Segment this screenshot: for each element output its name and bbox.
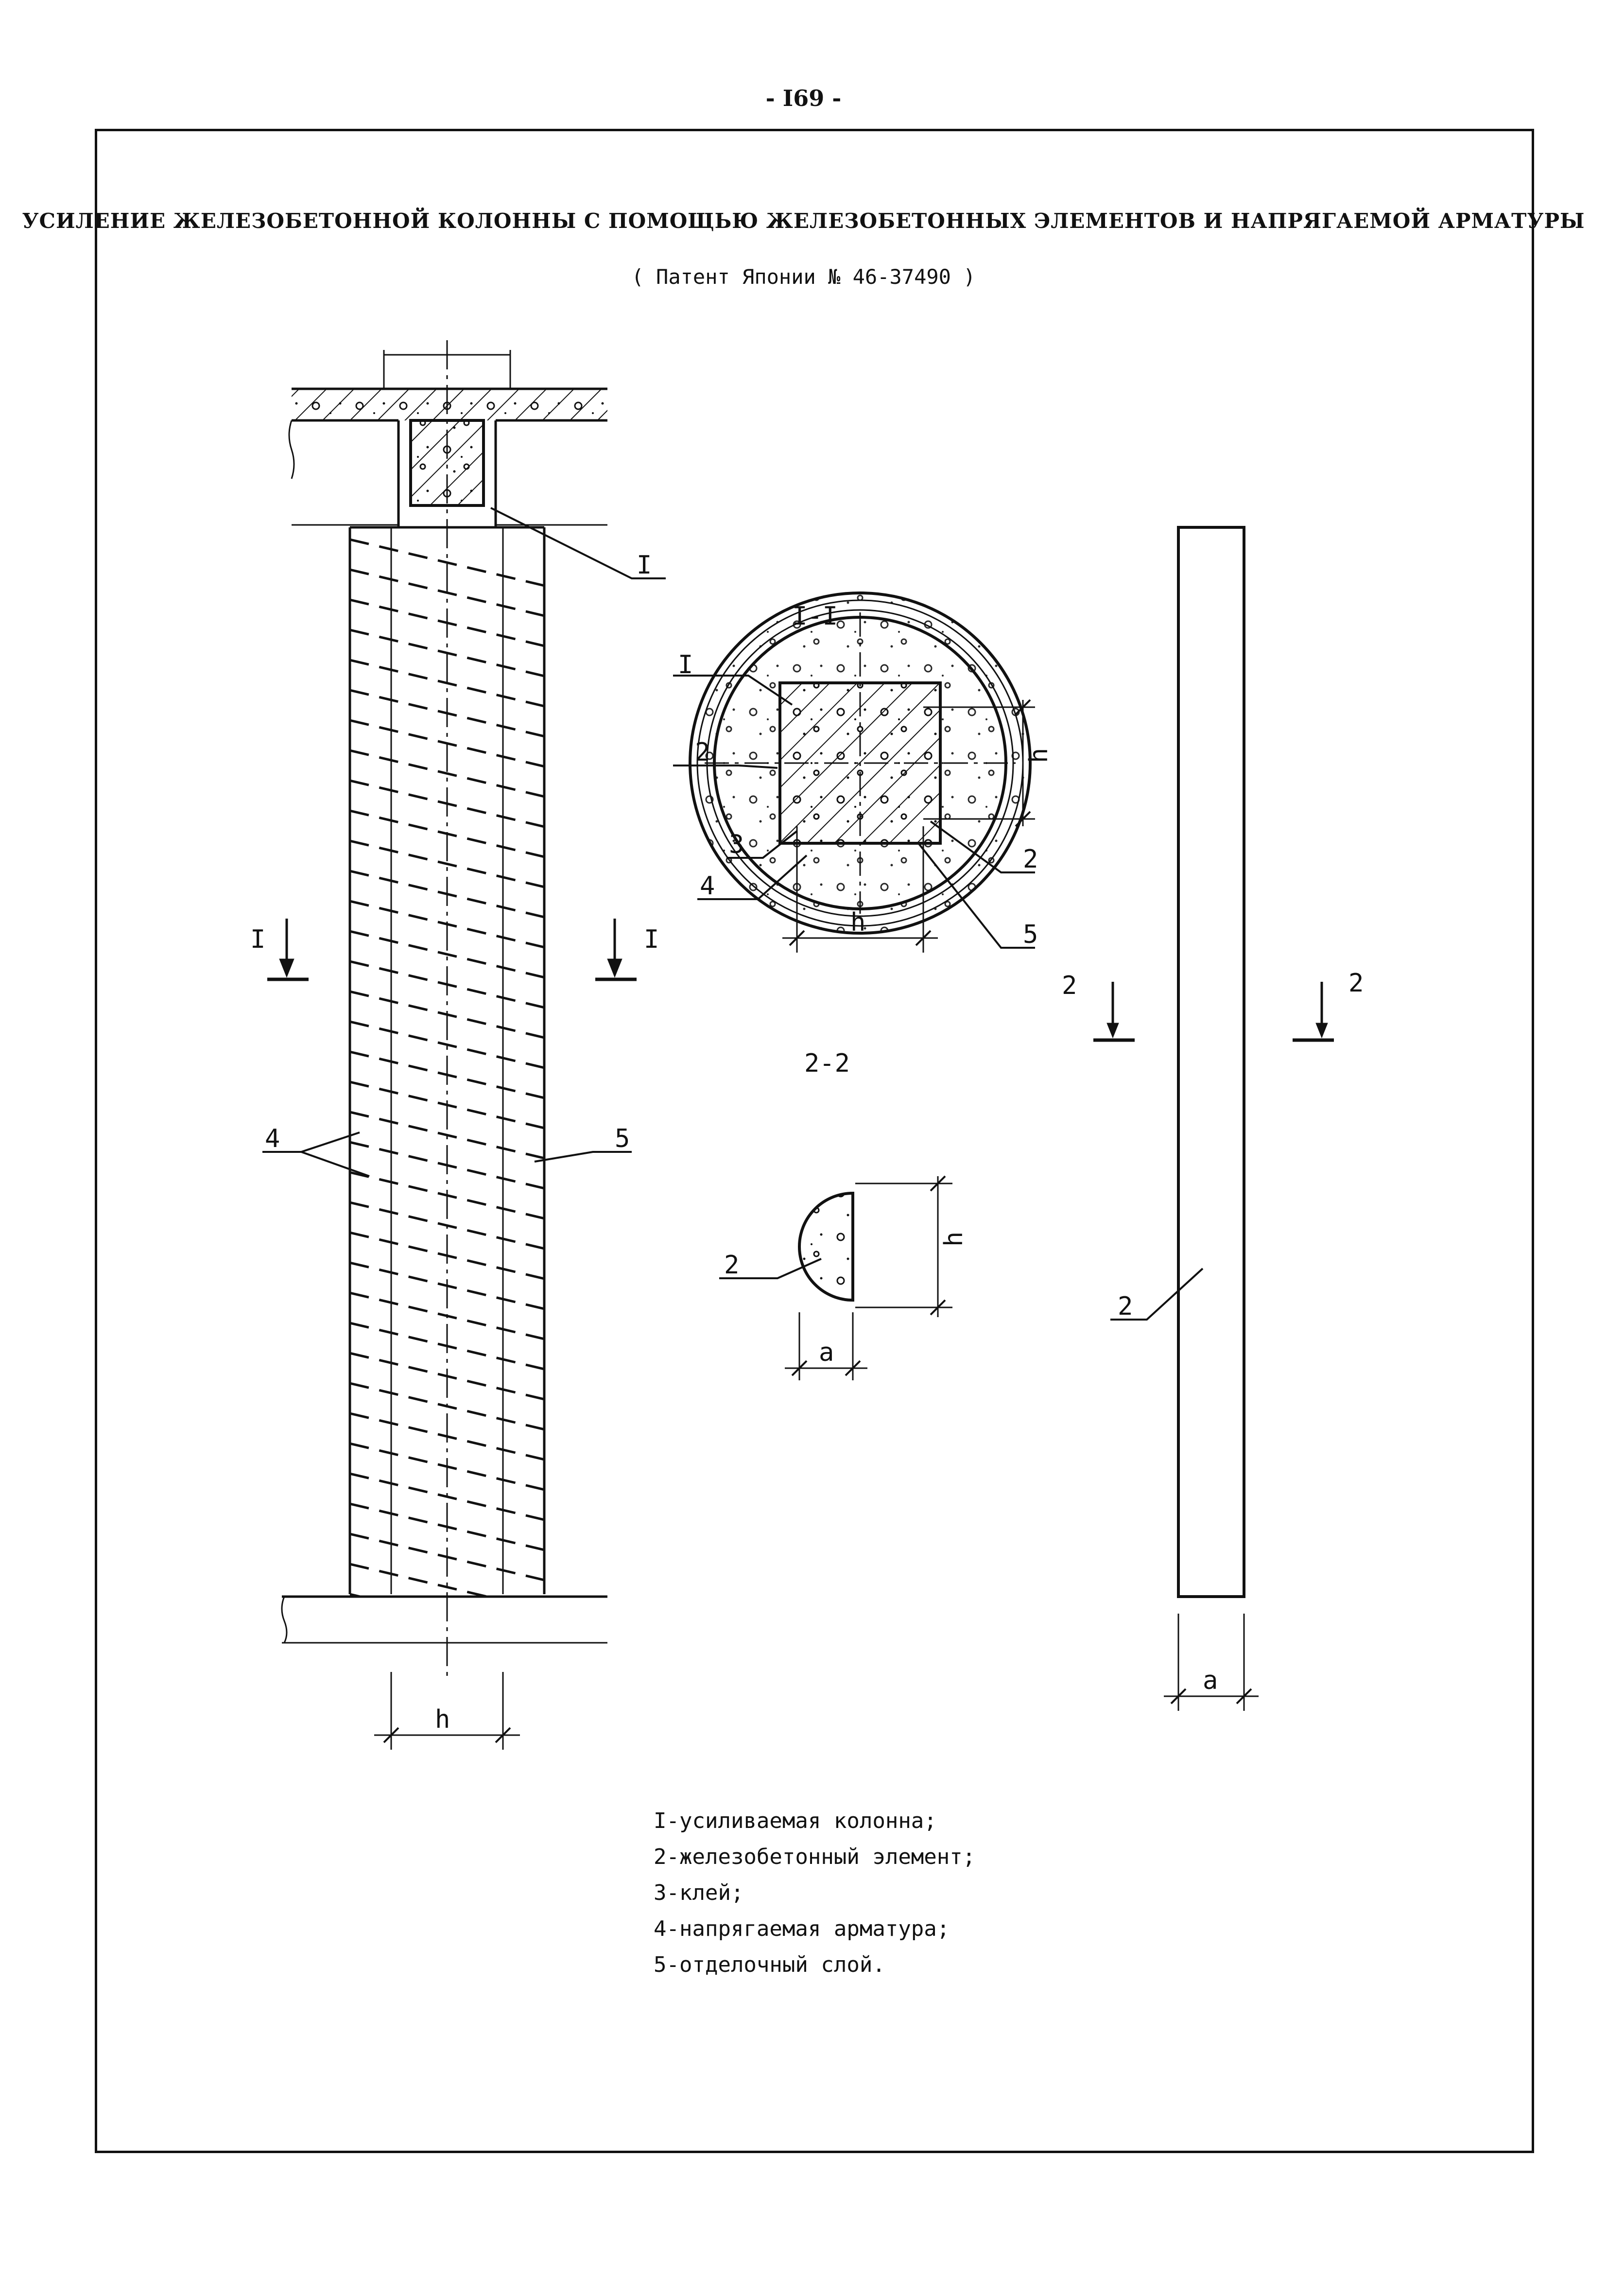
column-leader-4-label: 4 [265, 1124, 280, 1153]
tendon-line [350, 960, 544, 1009]
tendon-line [350, 749, 544, 798]
tendon-line [350, 1352, 544, 1401]
column-view-labels: I 4 5 I I h [250, 551, 659, 1734]
tendon-line [350, 1382, 544, 1431]
reinforcing-element-labels: 2 2 2 a [1062, 969, 1364, 1695]
element-leader-2-label: 2 [1118, 1292, 1133, 1321]
tendon-line [350, 538, 544, 587]
section-1-1-leader-3-label: 3 [729, 830, 744, 859]
tendon-line [350, 779, 544, 828]
tendon-line [350, 689, 544, 738]
column-leader-5-label: 5 [615, 1124, 630, 1153]
tendon-line [350, 1442, 544, 1491]
section-1-1-leader-1-label: I [678, 650, 693, 679]
section-2-2-title: 2-2 [804, 1049, 850, 1078]
section-2-2-labels: 2-2 2 h a [724, 1049, 968, 1367]
tendon-line [350, 1050, 544, 1099]
tendon-line [350, 1563, 492, 1597]
tendon-line [350, 1020, 544, 1069]
section-1-1-title: I-I [792, 602, 838, 631]
section-2-2-leader-2-label: 2 [724, 1251, 739, 1280]
legend-item: 3-клей; [654, 1880, 744, 1905]
section-1-1-dim-h-vertical-label: h [1024, 748, 1054, 763]
tendon-line [350, 1532, 544, 1582]
tendon-line [350, 1231, 544, 1280]
page-number: - I69 - [765, 85, 842, 111]
tendon-line [350, 1201, 544, 1250]
tendon-line [350, 1472, 544, 1521]
legend-item: 5-отделочный слой. [654, 1952, 885, 1977]
column-leader-1-label: I [637, 551, 652, 580]
tendon-line [350, 1141, 544, 1190]
patent-reference: ( Патент Японии № 46-37490 ) [631, 265, 976, 289]
section-2-2-dim-a-label: a [819, 1338, 834, 1367]
section-1-1-leader-5-label: 5 [1023, 920, 1038, 949]
reinforcing-element-view [1093, 526, 1334, 1711]
tendon-line [350, 809, 544, 858]
section-2-2-dim-h-label: h [939, 1232, 968, 1247]
legend-item: 4-напрягаемая арматура; [654, 1916, 950, 1941]
legend-item: 2-железобетонный элемент; [654, 1844, 976, 1869]
tendon-line [350, 628, 544, 678]
tendon-line [350, 1111, 544, 1160]
section-1-1-leader-4-label: 4 [700, 871, 715, 901]
section-1-1-dim-h-horizontal-label: h [850, 908, 865, 937]
tendon-line [350, 930, 544, 979]
column-dim-h-label: h [435, 1705, 450, 1734]
element-section-mark-left-label: 2 [1062, 971, 1077, 1000]
section-mark-right-label: I [644, 925, 659, 954]
tendon-line [350, 659, 544, 708]
tendon-line [350, 598, 544, 647]
section-1-1-leader-2-right-label: 2 [1023, 845, 1038, 874]
section-1-1-labels: I-I I 2 3 4 2 5 h h [678, 602, 1054, 949]
element-dim-a-label: a [1203, 1666, 1218, 1695]
tendon-line [350, 1080, 544, 1130]
element-section-mark-right-label: 2 [1348, 969, 1364, 998]
tendon-line [350, 1412, 544, 1461]
tendon-line [350, 1291, 544, 1340]
tendon-line [350, 1502, 544, 1551]
tendon-line [350, 1322, 544, 1371]
tendon-line [350, 1171, 544, 1220]
tendon-line [350, 568, 544, 617]
legend-item: I-усиливаемая колонна; [654, 1809, 937, 1833]
tendon-line [350, 870, 544, 919]
section-mark-left-label: I [250, 925, 265, 954]
section-1-1-view [673, 591, 1035, 953]
legend: I-усиливаемая колонна; 2-железобетонный … [654, 1803, 975, 1983]
tendon-line [350, 719, 544, 768]
tendon-line [350, 990, 544, 1039]
tendon-line [350, 839, 544, 888]
section-2-2-view [719, 1175, 952, 1380]
section-1-1-leader-2-left-label: 2 [695, 738, 710, 767]
tendon-line [350, 900, 544, 949]
column-elevation-view [262, 340, 666, 1750]
tendon-line [350, 1261, 544, 1310]
drawing-title: УСИЛЕНИЕ ЖЕЛЕЗОБЕТОННОЙ КОЛОННЫ С ПОМОЩЬ… [22, 209, 1585, 233]
drawing-frame [95, 129, 1534, 2153]
